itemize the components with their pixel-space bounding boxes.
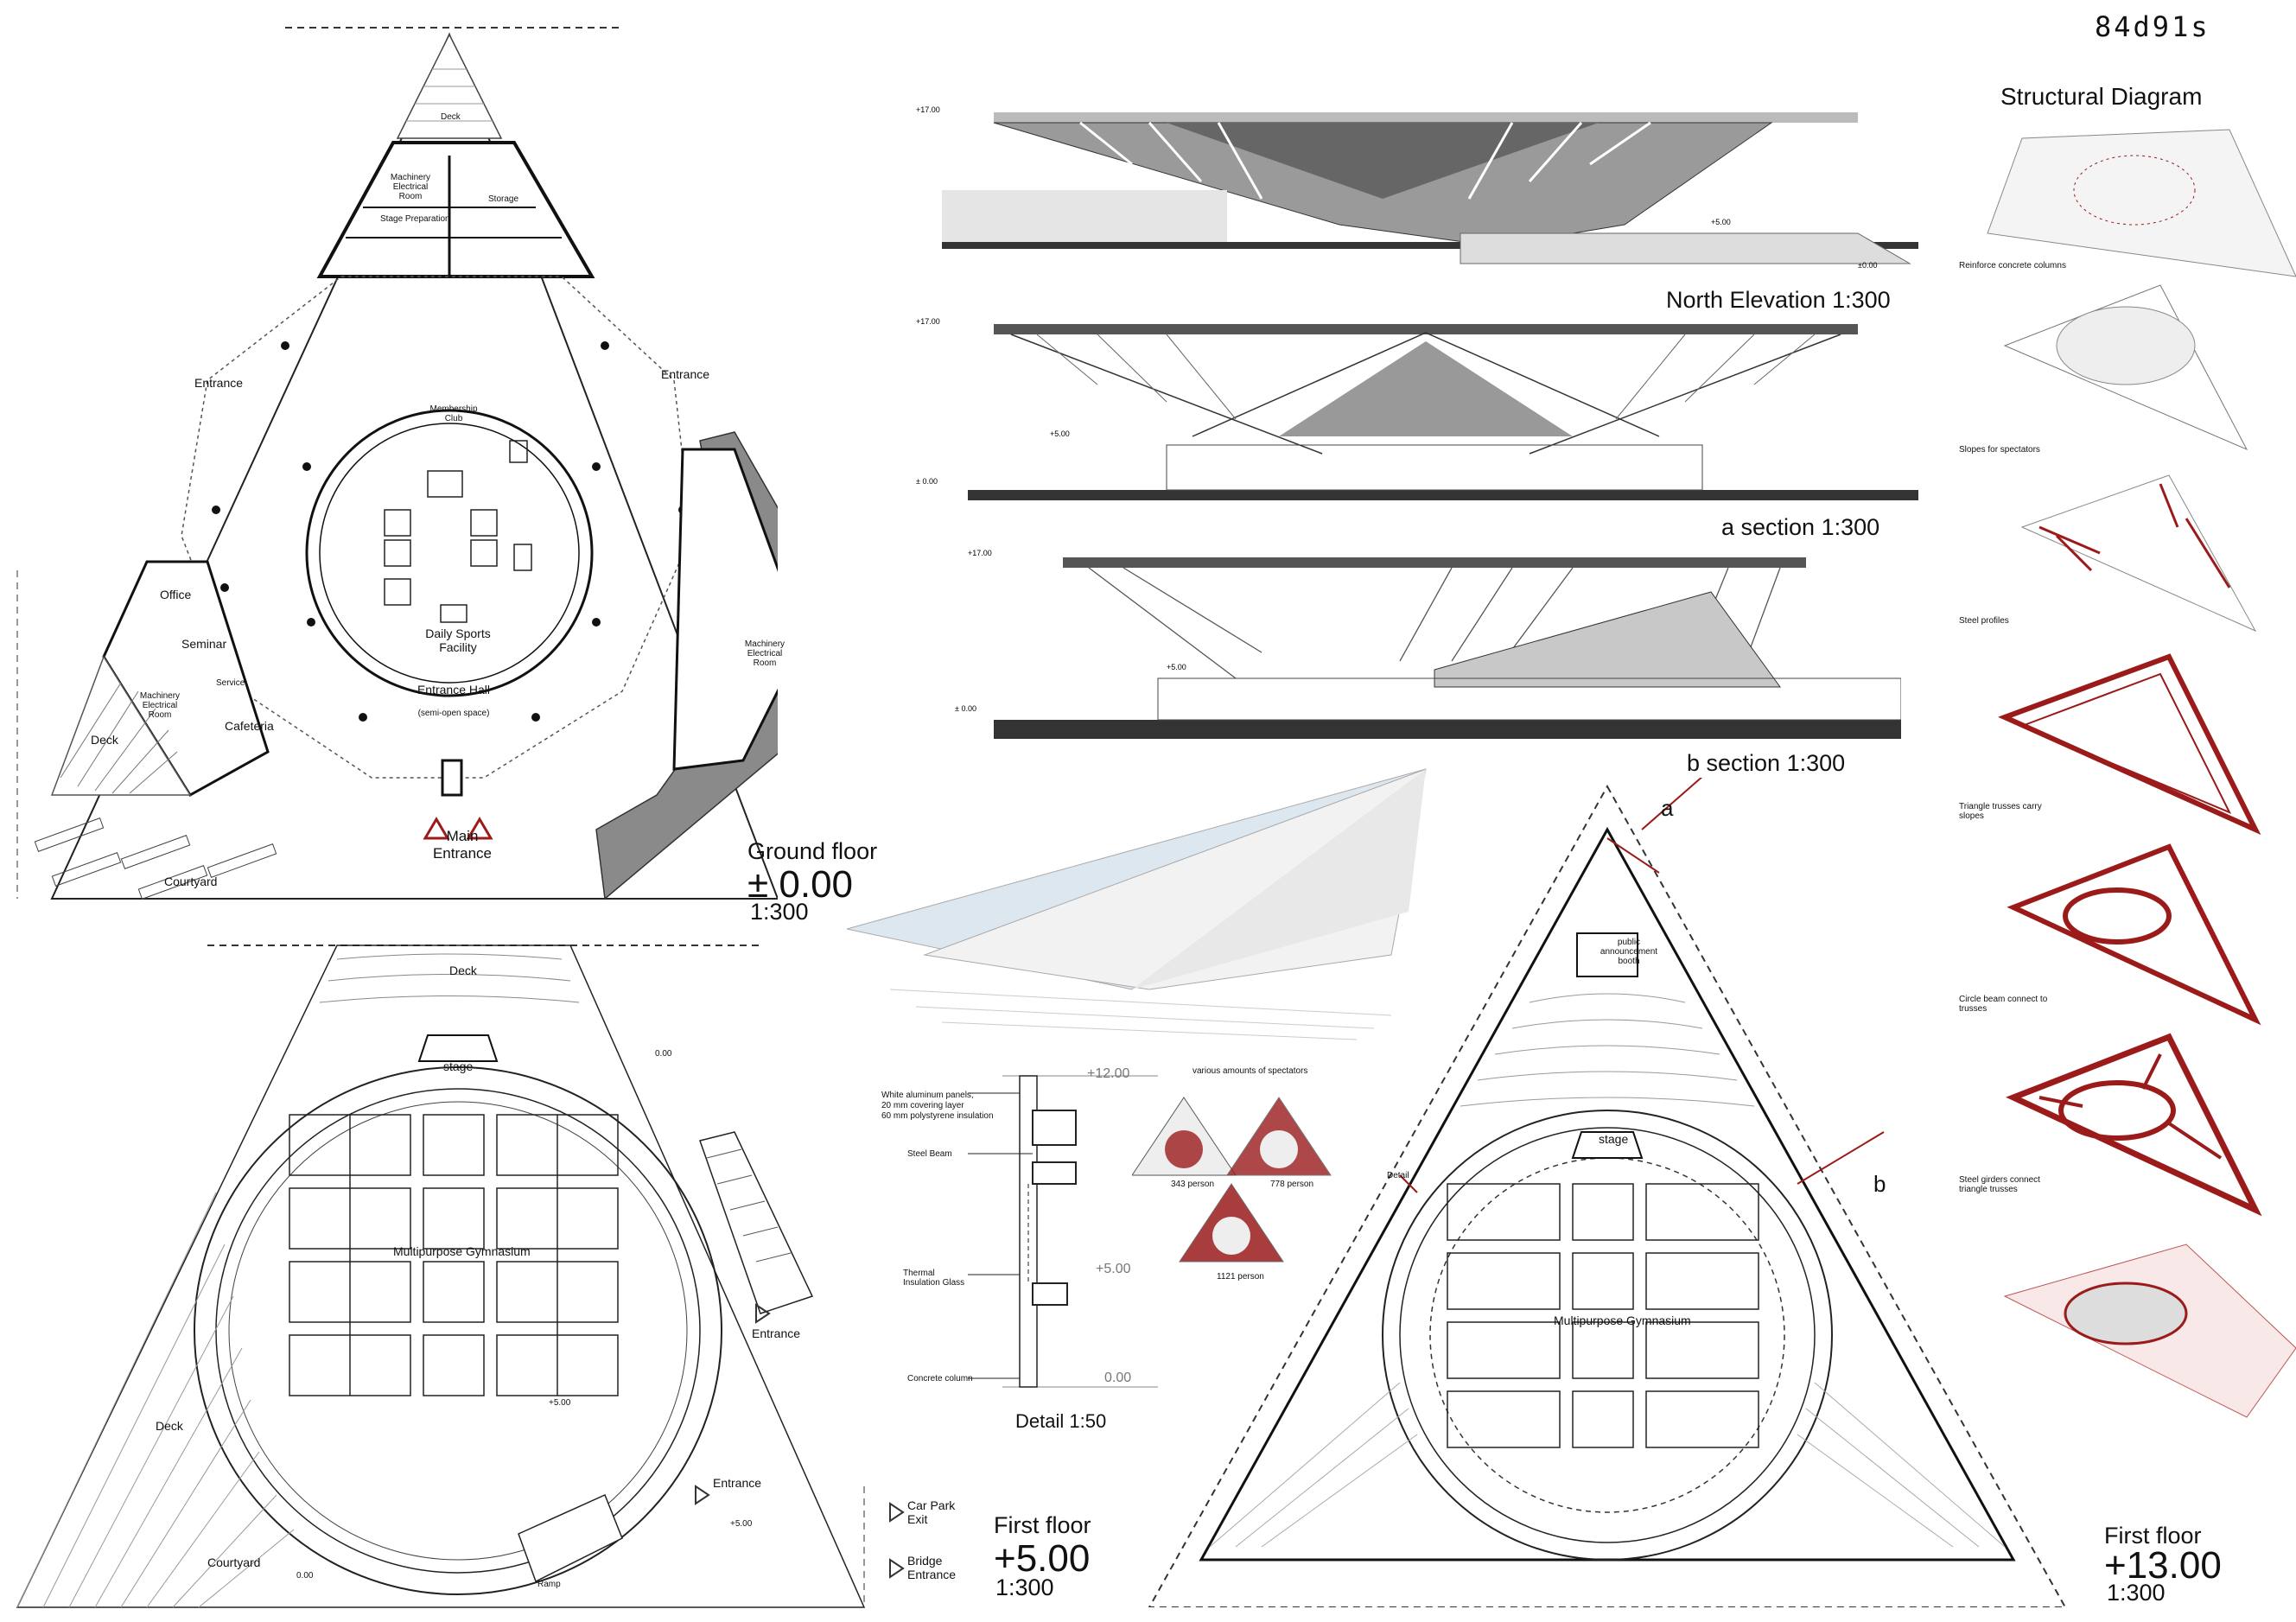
gf-office: Office	[160, 588, 192, 601]
gf-membership-club: Membership Club	[429, 404, 478, 423]
gf-scale: 1:300	[750, 899, 809, 925]
ff5-deck-top: Deck	[449, 964, 477, 977]
structural-step-4: Triangle trusses carry slopes	[1959, 802, 2042, 821]
spectators-diagrams	[1132, 1097, 1332, 1263]
structural-step-2: Slopes for spectators	[1959, 445, 2040, 455]
detail-note-3: 60 mm polystyrene insulation	[881, 1111, 994, 1121]
structural-step-3: Steel profiles	[1959, 616, 2009, 626]
detail-note-4: Steel Beam	[907, 1149, 952, 1159]
svg-text:+17.00: +17.00	[916, 105, 940, 114]
ff13-scale: 1:300	[2107, 1580, 2166, 1606]
structural-step-5: Circle beam connect to trusses	[1959, 995, 2048, 1014]
svg-text:+17.00: +17.00	[916, 317, 940, 326]
detail-note-6: Concrete column	[907, 1374, 973, 1383]
gf-semi-open: (semi-open space)	[417, 709, 490, 718]
detail-note-5: Thermal Insulation Glass	[903, 1269, 965, 1288]
structural-title: Structural Diagram	[2000, 83, 2203, 110]
gf-machinery-left: Machinery Electrical Room	[390, 173, 431, 201]
svg-text:+5.00: +5.00	[1167, 663, 1186, 671]
spectators-1121: 1121 person	[1217, 1272, 1264, 1282]
detail-drawing	[968, 1075, 1158, 1388]
ff13-stage: stage	[1599, 1132, 1629, 1146]
ff5-entrance-1: Entrance	[752, 1326, 801, 1340]
ff5-courtyard: Courtyard	[207, 1555, 261, 1569]
gf-entrance-hall: Entrance Hall	[417, 683, 491, 697]
ff13-section-a: a	[1661, 795, 1674, 821]
ff5-scale: 1:300	[995, 1574, 1054, 1600]
north-elevation-title: North Elevation 1:300	[1666, 287, 1891, 313]
gf-stage-preparation: Stage Preparation	[380, 214, 450, 224]
ff5-bridge: Bridge Entrance	[907, 1554, 957, 1581]
gf-daily-sports: Daily Sports Facility	[425, 627, 491, 654]
gf-title: Ground floor	[747, 838, 878, 864]
a-section: +17.00 +5.00 ± 0.00	[916, 317, 1918, 500]
gf-deck-left: Deck	[91, 733, 118, 747]
svg-text:± 0.00: ± 0.00	[916, 477, 938, 486]
north-elevation: +17.00 +5.00 ±0.00	[916, 105, 1918, 270]
structural-step-1: Reinforce concrete columns	[1959, 261, 2066, 270]
b-section: +17.00 +5.00 ± 0.00	[955, 549, 1901, 739]
gf-cafeteria: Cafeteria	[225, 719, 274, 733]
gf-seminar: Seminar	[181, 637, 227, 651]
gf-entrance-left: Entrance	[194, 376, 244, 390]
ff5-level: +5.00	[994, 1537, 1091, 1580]
a-section-title: a section 1:300	[1721, 514, 1880, 540]
b-section-title: b section 1:300	[1687, 750, 1846, 776]
ff13-booth: public announcement booth	[1600, 938, 1658, 966]
spectators-title: various amounts of spectators	[1193, 1066, 1308, 1076]
structural-step-6: Steel girders connect triangle trusses	[1959, 1175, 2040, 1194]
detail-level-12: +12.00	[1087, 1066, 1130, 1081]
svg-text:+17.00: +17.00	[968, 549, 992, 557]
detail-level-0: 0.00	[1104, 1371, 1132, 1385]
ff5-stage: stage	[443, 1059, 474, 1073]
ff5-gym: Multipurpose Gymnasium	[393, 1244, 531, 1258]
ff5-level-000b: 0.00	[296, 1571, 314, 1581]
ff13-section-b: b	[1873, 1171, 1886, 1197]
spectators-343: 343 person	[1171, 1180, 1215, 1189]
ff5-car-park: Car Park Exit	[907, 1498, 956, 1526]
ff5-deck-left: Deck	[156, 1419, 183, 1433]
ff5-level-500b: +5.00	[730, 1519, 753, 1529]
svg-text:± 0.00: ± 0.00	[955, 704, 976, 713]
gf-entrance-right: Entrance	[661, 367, 710, 381]
ff13-detail: Detail	[1387, 1171, 1409, 1180]
detail-title: Detail 1:50	[1015, 1410, 1107, 1432]
gf-machinery-bottom-left: Machinery Electrical Room	[139, 691, 181, 720]
first-floor-13-plan	[1148, 778, 2067, 1607]
ground-floor-plan	[16, 27, 778, 900]
detail-note-2: 20 mm covering layer	[881, 1101, 964, 1110]
detail-level-5: +5.00	[1096, 1262, 1131, 1276]
structural-diagrams	[1987, 129, 2296, 1418]
detail-note-1: White aluminum panels;	[881, 1091, 974, 1100]
svg-text:+5.00: +5.00	[1711, 218, 1731, 226]
gf-level: ± 0.00	[747, 863, 854, 906]
ff5-ramp: Ramp	[537, 1580, 561, 1589]
gf-courtyard: Courtyard	[164, 875, 218, 888]
render-3d	[846, 768, 1427, 1040]
gf-main-entrance: Main Entrance	[432, 828, 493, 862]
ff5-level-500a: +5.00	[549, 1398, 571, 1408]
gf-service: Service	[216, 678, 245, 688]
gf-deck-top: Deck	[441, 112, 461, 122]
svg-text:+5.00: +5.00	[1050, 429, 1070, 438]
gf-storage: Storage	[488, 194, 519, 204]
first-floor-5-plan	[16, 945, 905, 1608]
gf-machinery-right: Machinery Electrical Room	[744, 639, 785, 668]
ff5-title: First floor	[994, 1512, 1091, 1538]
ff13-level: +13.00	[2104, 1544, 2222, 1587]
ff5-level-000a: 0.00	[655, 1049, 672, 1059]
svg-text:±0.00: ±0.00	[1858, 261, 1877, 270]
sheet-code: 84d91s	[2095, 10, 2210, 43]
spectators-778: 778 person	[1270, 1180, 1314, 1189]
ff13-title: First floor	[2104, 1523, 2202, 1549]
ff5-entrance-2: Entrance	[713, 1476, 762, 1490]
ff13-gym: Multipurpose Gymnasium	[1554, 1314, 1691, 1327]
